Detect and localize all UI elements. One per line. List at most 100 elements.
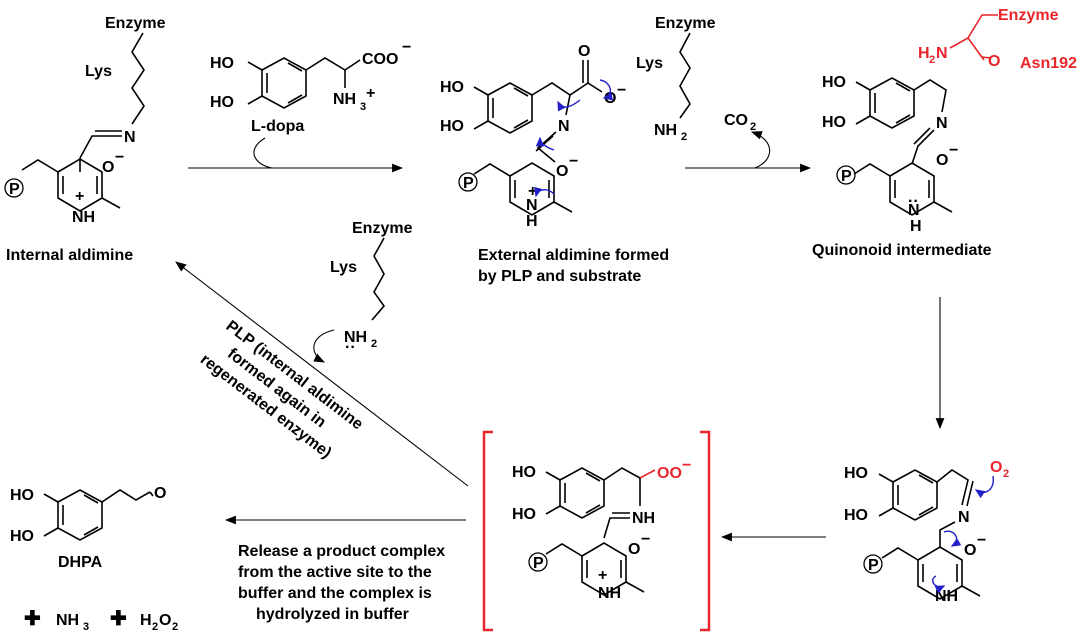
ret-nh2-sub: 2 bbox=[371, 338, 377, 350]
ext-electron-arrow-2 bbox=[599, 79, 614, 101]
ox-ring-nh: NH bbox=[935, 588, 958, 605]
per-ring-plus: + bbox=[598, 567, 607, 584]
ret-lys-label: Lys bbox=[330, 259, 357, 276]
asn-enzyme-label: Enzyme bbox=[998, 7, 1059, 24]
curved-arrow-co2 bbox=[750, 131, 771, 169]
free-lys-label: Lys bbox=[636, 55, 663, 72]
nh3-product: NH bbox=[56, 612, 79, 629]
ldopa-nh3-sub: 3 bbox=[360, 101, 366, 113]
phosphate-p: P bbox=[9, 181, 20, 198]
asn-h-sub: 2 bbox=[929, 54, 935, 66]
release-label-1: Release a product complex bbox=[238, 543, 445, 560]
per-oo: OO bbox=[657, 465, 682, 482]
ext-ring-n: N bbox=[526, 197, 538, 214]
quin-ring-h: H bbox=[910, 218, 922, 235]
left-bracket bbox=[482, 430, 493, 632]
dhpa-o: O bbox=[154, 485, 166, 502]
quinonoid-structure: Enzyme H 2 N O Asn192 HO HO N O − ·· N H… bbox=[812, 7, 1077, 259]
plus-sign-1: ✚ bbox=[24, 608, 41, 630]
plus-sign-2: ✚ bbox=[110, 608, 127, 630]
ldopa-nh3: NH bbox=[333, 91, 356, 108]
quin-phenolate-charge: − bbox=[949, 142, 958, 159]
oxygen-attack-structure: HO HO N O − NH P O 2 bbox=[844, 459, 1009, 605]
quin-ring-lonepair: ·· bbox=[908, 193, 919, 210]
peroxide-complex-structure: HO HO OO − NH O − NH + P bbox=[482, 430, 711, 632]
per-ho-1: HO bbox=[512, 464, 536, 481]
ext-phenolate-o: O bbox=[556, 163, 568, 180]
ret-nh2: NH bbox=[344, 329, 367, 346]
asn192-label: Asn192 bbox=[1020, 55, 1077, 72]
regen-label-group: PLP (internal aldimine formed again in r… bbox=[197, 318, 366, 462]
external-aldimine-label-2: by PLP and substrate bbox=[478, 268, 641, 285]
ldopa-coo-charge: − bbox=[402, 39, 411, 56]
quinonoid-label: Quinonoid intermediate bbox=[812, 242, 992, 259]
nh3-product-sub: 3 bbox=[83, 621, 89, 633]
external-aldimine-structure: HO HO O O − N O − H N + P External aldim… bbox=[440, 43, 669, 285]
release-label-4: hydrolyzed in buffer bbox=[256, 606, 409, 623]
quin-imine-n: N bbox=[936, 115, 948, 132]
ext-carbonyl-o: O bbox=[578, 43, 590, 60]
returning-lysine-structure: Enzyme Lys NH 2 ·· bbox=[313, 220, 413, 363]
internal-aldimine-label: Internal aldimine bbox=[6, 247, 133, 264]
ox-imine-n: N bbox=[958, 509, 970, 526]
ox-electron-arrow-3 bbox=[932, 575, 946, 594]
ext-phosphate-p: P bbox=[463, 175, 474, 192]
internal-aldimine-structure: Enzyme Lys N O − NH + P Internal aldimin… bbox=[4, 15, 166, 264]
l-dopa-label: L-dopa bbox=[251, 118, 304, 135]
per-phenolate-o: O bbox=[628, 541, 640, 558]
dhpa-label: DHPA bbox=[58, 554, 103, 571]
release-label-2: from the active site to the bbox=[238, 564, 432, 581]
enzyme-label: Enzyme bbox=[105, 15, 166, 32]
ext-phenolate-charge: − bbox=[569, 153, 578, 170]
ldopa-ho-1: HO bbox=[210, 55, 234, 72]
ldopa-coo: COO bbox=[362, 51, 398, 68]
h2o2-sub1: 2 bbox=[152, 621, 158, 633]
phenolate-charge: − bbox=[115, 149, 124, 166]
quin-ho-1: HO bbox=[822, 74, 846, 91]
ext-electron-arrow-1 bbox=[557, 99, 581, 112]
curved-arrow-lysine bbox=[313, 329, 335, 363]
ldopa-nh3-charge: + bbox=[366, 85, 375, 102]
per-ring-nh: NH bbox=[598, 585, 621, 602]
right-bracket bbox=[700, 430, 711, 632]
ox-ho-2: HO bbox=[844, 507, 868, 524]
ext-ho-1: HO bbox=[440, 79, 464, 96]
ext-o-charge: − bbox=[617, 82, 626, 99]
asn-n: N bbox=[936, 45, 948, 62]
ext-ring-h: H bbox=[526, 213, 538, 230]
per-oo-charge: − bbox=[682, 457, 691, 474]
ox-electron-arrow-1 bbox=[974, 475, 994, 499]
free-nh2-sub: 2 bbox=[681, 131, 687, 143]
h2o2-sub2: 2 bbox=[172, 621, 178, 633]
arrow-regeneration bbox=[175, 261, 469, 487]
ring-plus: + bbox=[75, 188, 84, 205]
quin-ring-n: N bbox=[908, 202, 920, 219]
ext-electron-arrow-3 bbox=[535, 136, 555, 151]
h2o2-h: H bbox=[140, 612, 152, 629]
co2-sub: 2 bbox=[750, 121, 756, 133]
dhpa-structure: HO HO O DHPA bbox=[10, 485, 166, 571]
quin-phenolate-o: O bbox=[936, 152, 948, 169]
per-ho-2: HO bbox=[512, 506, 536, 523]
free-nh2: NH bbox=[654, 122, 677, 139]
ox-o2: O bbox=[990, 459, 1002, 476]
ox-ho-1: HO bbox=[844, 465, 868, 482]
ext-ho-2: HO bbox=[440, 118, 464, 135]
free-lysine-structure: Enzyme Lys NH 2 bbox=[636, 15, 716, 143]
ext-imine-n: N bbox=[558, 118, 570, 135]
ox-electron-arrow-2 bbox=[943, 530, 962, 547]
quin-phosphate-p: P bbox=[841, 168, 852, 185]
dhpa-ho-1: HO bbox=[10, 487, 34, 504]
ox-phenolate-o: O bbox=[964, 542, 976, 559]
ldopa-ho-2: HO bbox=[210, 94, 234, 111]
dhpa-ho-2: HO bbox=[10, 528, 34, 545]
ox-phenolate-charge: − bbox=[977, 532, 986, 549]
h2o2-o: O bbox=[159, 612, 171, 629]
co2-label: CO bbox=[724, 112, 748, 129]
ext-ring-plus: + bbox=[528, 183, 537, 200]
l-dopa-structure: HO HO COO − NH 3 + L-dopa bbox=[210, 39, 411, 135]
free-enzyme-label: Enzyme bbox=[655, 15, 716, 32]
quin-ho-2: HO bbox=[822, 114, 846, 131]
external-aldimine-label-1: External aldimine formed bbox=[478, 247, 669, 264]
